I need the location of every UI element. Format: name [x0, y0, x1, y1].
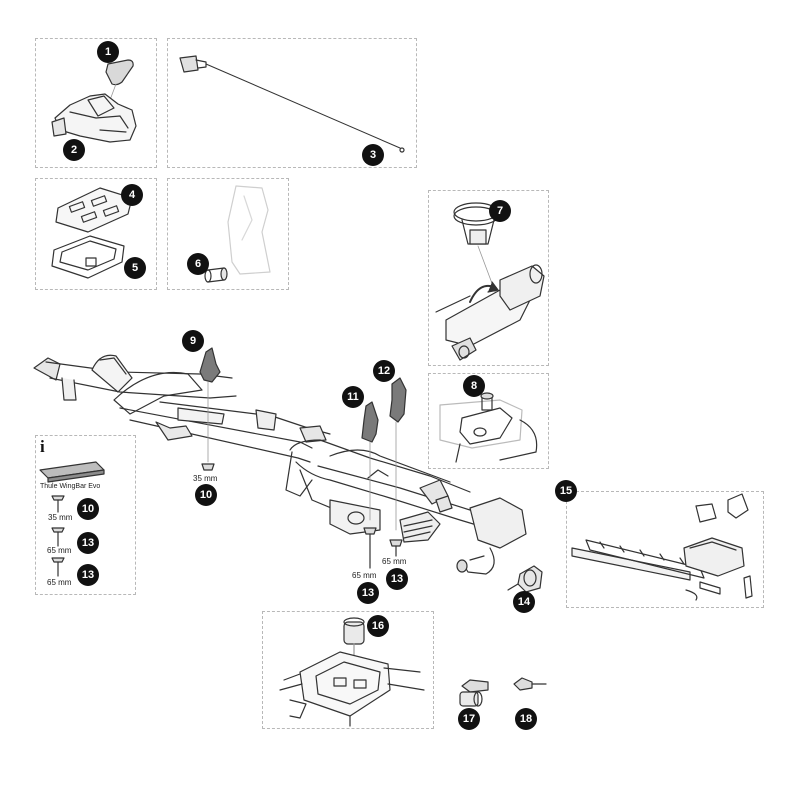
part-number-8: 8 — [463, 375, 485, 397]
info-icon: i — [40, 437, 45, 456]
part-number-4: 4 — [121, 184, 143, 206]
bike-carrier-frame — [33, 354, 527, 575]
info-bolt-b-length: 65 mm — [47, 546, 72, 555]
strap-cap-icon — [105, 59, 134, 101]
box-part-16 — [262, 611, 434, 729]
part-number-12: 12 — [373, 360, 395, 382]
plate-icon — [55, 187, 133, 233]
info-bolt-icons — [39, 461, 105, 577]
screw-icon — [439, 392, 538, 463]
info-product-name: Thule WingBar Evo — [40, 483, 101, 490]
part-number-17: 17 — [458, 708, 480, 730]
strap-kit-icon — [571, 493, 753, 601]
info-bolt-a-part: 10 — [77, 498, 99, 520]
gasket-icon — [51, 235, 125, 279]
part-number-14: 14 — [513, 591, 535, 613]
pivot-arm-icon — [199, 347, 407, 443]
box-part-7 — [428, 190, 549, 366]
sleeve-icon — [204, 185, 271, 283]
part-number-13-right: 13 — [386, 568, 408, 590]
box-part-3 — [167, 38, 417, 168]
bolt-length-label-left: 35 mm — [193, 474, 218, 483]
bolt-length-label-right: 65 mm — [382, 557, 407, 566]
part-number-11: 11 — [342, 386, 364, 408]
part-number-1: 1 — [97, 41, 119, 63]
knob-icon — [507, 565, 543, 593]
box-part-6 — [167, 178, 289, 290]
info-bolt-b-part: 13 — [77, 532, 99, 554]
bolt-icon — [201, 463, 403, 569]
box-parts-4-5 — [35, 178, 157, 290]
box-info — [35, 435, 136, 595]
box-part-8 — [428, 373, 549, 469]
clamp-ring-icon — [435, 202, 545, 361]
lock-cylinder-icon — [279, 617, 425, 727]
part-number-5: 5 — [124, 257, 146, 279]
part-number-6: 6 — [187, 253, 209, 275]
part-number-18: 18 — [515, 708, 537, 730]
part-number-3: 3 — [362, 144, 384, 166]
part-number-7: 7 — [489, 200, 511, 222]
info-bolt-c-length: 65 mm — [47, 578, 72, 587]
part-number-2: 2 — [63, 139, 85, 161]
base-clamp-icon — [51, 93, 137, 143]
cable-icon — [179, 55, 405, 153]
box-parts-1-2 — [35, 38, 157, 168]
part-number-13-left: 13 — [357, 582, 379, 604]
info-bolt-a-length: 35 mm — [48, 513, 73, 522]
part-number-9: 9 — [182, 330, 204, 352]
part-number-16: 16 — [367, 615, 389, 637]
key-icon — [459, 677, 547, 707]
bolt-length-label-mid: 65 mm — [352, 571, 377, 580]
info-bolt-c-part: 13 — [77, 564, 99, 586]
box-part-15 — [566, 491, 764, 608]
part-number-15: 15 — [555, 480, 577, 502]
part-number-10: 10 — [195, 484, 217, 506]
